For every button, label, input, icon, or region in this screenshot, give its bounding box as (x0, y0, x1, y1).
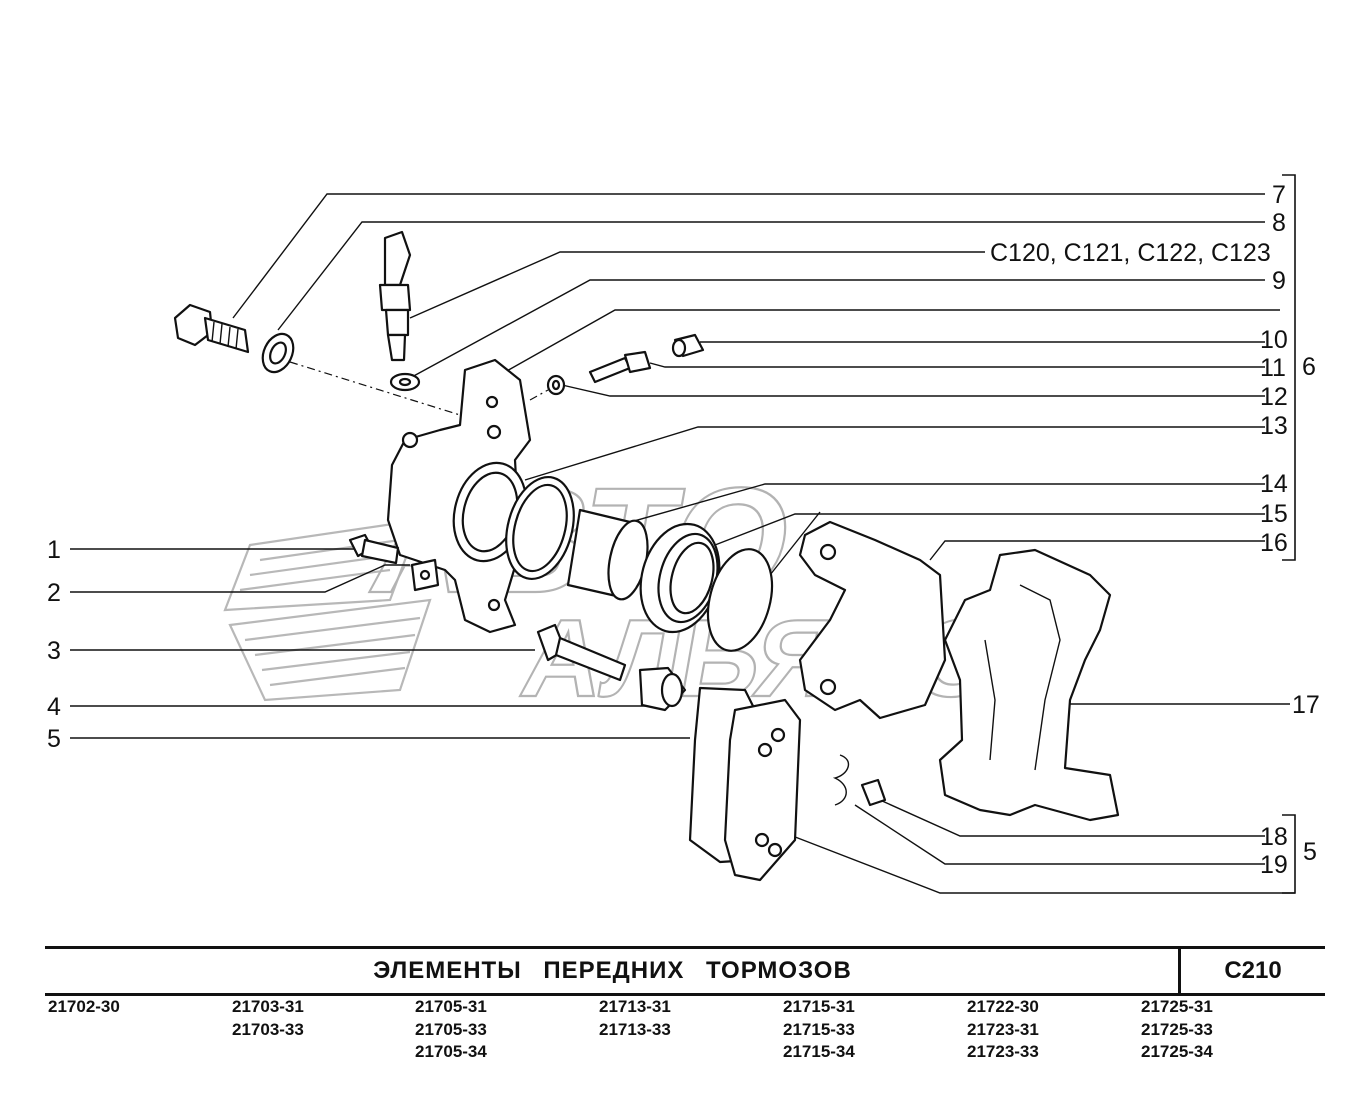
retaining-ring-16 (706, 548, 774, 652)
spring-clip-19 (832, 754, 850, 806)
callout-2: 2 (47, 579, 61, 607)
model-column: 21713-31 21713-33 (599, 996, 671, 1041)
bolt-18 (860, 778, 887, 807)
model-code: 21703-31 (232, 997, 304, 1016)
callout-15: 15 (1260, 500, 1288, 528)
brake-exploded-diagram: АВТО АЛЬЯНС (47, 174, 1320, 894)
callout-7: 7 (1272, 181, 1286, 209)
model-code: 21705-34 (415, 1042, 487, 1061)
callout-labels: 1 2 3 4 5 7 8 C120, C121, C122, C123 9 1… (47, 181, 1320, 879)
model-code: 21725-34 (1141, 1042, 1213, 1061)
washer-8 (261, 332, 295, 374)
brake-pads (688, 686, 802, 882)
model-code: 21715-34 (783, 1042, 855, 1061)
seal-ring-13 (505, 475, 575, 581)
brake-hose-fitting (378, 230, 412, 362)
section-title: ЭЛЕМЕНТЫ ПЕРЕДНИХ ТОРМОЗОВ (373, 957, 852, 984)
model-column: 21702-30 (48, 996, 120, 1019)
model-code: 21713-33 (599, 1019, 671, 1039)
model-column: 21725-31 21725-33 21725-34 (1141, 996, 1213, 1064)
model-column: 21722-30 21723-31 21723-33 (967, 996, 1039, 1064)
callout-14: 14 (1260, 470, 1288, 498)
bleeder-valve-11 (588, 350, 652, 384)
bolt-1 (348, 533, 400, 565)
callout-11: 11 (1260, 354, 1286, 382)
callout-6: 6 (1302, 353, 1316, 381)
model-column: 21715-31 21715-33 21715-34 (783, 996, 855, 1064)
callout-18: 18 (1260, 823, 1288, 851)
model-list: 21702-30 21703-31 21703-33 21705-31 2170… (45, 996, 1335, 1066)
model-code: 21715-33 (783, 1019, 855, 1039)
model-code: 21715-31 (783, 997, 855, 1016)
callout-ref: C120, C121, C122, C123 (990, 239, 1271, 267)
pin-boot-4 (638, 666, 687, 712)
model-code: 21722-30 (967, 997, 1039, 1016)
caliper-bracket (798, 520, 947, 720)
model-code: 21705-33 (415, 1019, 487, 1039)
group-brackets (1282, 174, 1296, 894)
callout-17: 17 (1292, 691, 1320, 719)
model-code: 21723-33 (967, 1042, 1039, 1061)
caliper-housing (386, 358, 532, 634)
model-code: 21705-31 (415, 997, 487, 1016)
bolt-7 (173, 303, 250, 354)
callout-10: 10 (1260, 326, 1288, 354)
callout-5-group: 5 (1303, 838, 1317, 866)
assembly-axis (289, 361, 549, 416)
callout-16: 16 (1260, 529, 1288, 557)
model-code: 21725-33 (1141, 1019, 1213, 1039)
model-code: 21725-31 (1141, 997, 1213, 1016)
piston-14 (566, 508, 649, 601)
callout-12: 12 (1260, 383, 1288, 411)
callout-19: 19 (1260, 851, 1288, 879)
title-bar: ЭЛЕМЕНТЫ ПЕРЕДНИХ ТОРМОЗОВ C210 (45, 946, 1325, 996)
callout-1: 1 (47, 536, 61, 564)
bleeder-seat-12 (546, 374, 566, 396)
model-code: 21723-31 (967, 1019, 1039, 1039)
callout-5: 5 (47, 725, 61, 753)
model-code: 21703-33 (232, 1019, 304, 1039)
section-code: C210 (1178, 949, 1325, 993)
plate-2 (410, 558, 440, 592)
leader-lines (70, 193, 1295, 894)
callout-13: 13 (1260, 412, 1288, 440)
guide-pin-3 (536, 623, 627, 682)
model-column: 21705-31 21705-33 21705-34 (415, 996, 487, 1064)
callout-3: 3 (47, 637, 61, 665)
bleeder-cap-10 (671, 333, 705, 358)
callout-8: 8 (1272, 209, 1286, 237)
model-code: 21702-30 (48, 997, 120, 1016)
callout-4: 4 (47, 693, 61, 721)
callout-9: 9 (1272, 267, 1286, 295)
model-column: 21703-31 21703-33 (232, 996, 304, 1041)
washer-9 (389, 372, 421, 392)
boot-15 (639, 522, 721, 634)
brake-caliper-17 (938, 548, 1120, 822)
model-code: 21713-31 (599, 997, 671, 1016)
